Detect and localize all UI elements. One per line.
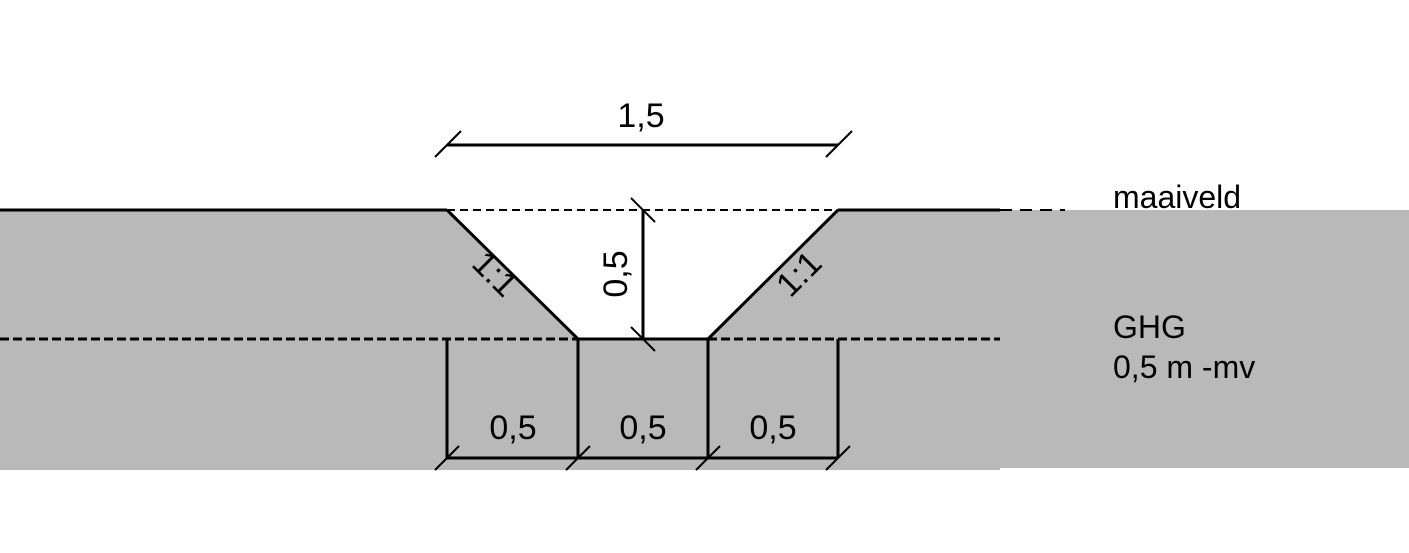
bottom-tick-4 (825, 445, 851, 471)
top-width-label: 1,5 (617, 97, 664, 135)
bottom-tick-3 (695, 445, 721, 471)
trench-slope-right (706, 208, 840, 341)
ghg-depth-label: 0,5 m -mv (1113, 349, 1255, 385)
ghg-title-label: GHG (1113, 309, 1186, 345)
vertical-extension-lines (445, 339, 840, 458)
depth-tick-bottom (630, 326, 656, 352)
soil-layer (0, 210, 1409, 470)
bottom-dimension-line (434, 445, 851, 471)
top-tick-left (434, 130, 462, 158)
bottom-dimension-label-left: 0,5 (489, 409, 536, 447)
trench-slope-left (445, 208, 580, 341)
depth-tick-top (630, 197, 656, 223)
top-tick-right (825, 130, 853, 158)
bottom-dimension-label-right: 0,5 (749, 409, 796, 447)
bottom-dimension-label-middle: 0,5 (619, 409, 666, 447)
ground-level-label: maaiveld (1113, 179, 1241, 215)
soil-right-far (1000, 210, 1409, 468)
bottom-tick-2 (565, 445, 591, 471)
depth-dimension-line (630, 197, 656, 352)
depth-label: 0,5 (597, 250, 635, 297)
bottom-tick-1 (434, 445, 460, 471)
top-dimension-line (434, 130, 853, 158)
